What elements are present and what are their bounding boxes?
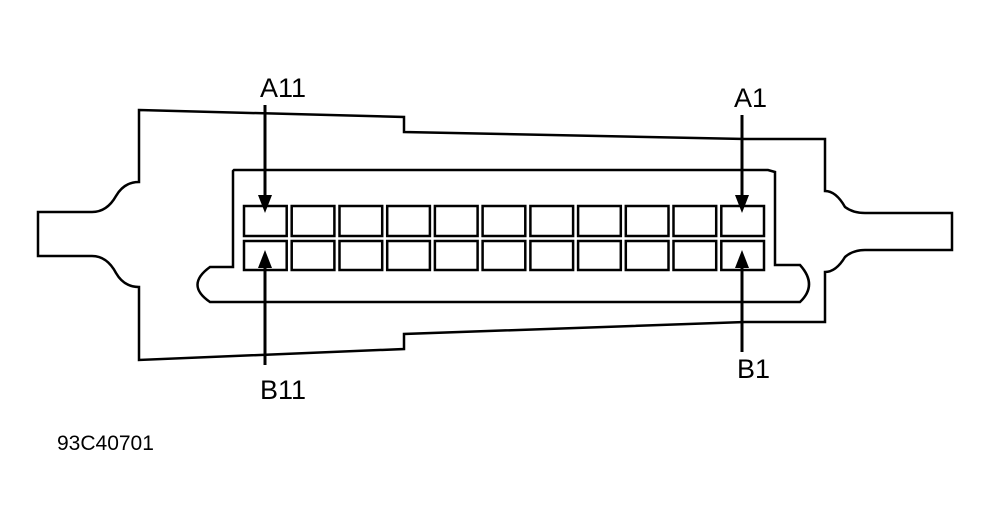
pin-cavity-a7 — [433, 204, 479, 238]
pointer-b11 — [258, 250, 272, 365]
label-a11: A11 — [260, 73, 306, 103]
pin-cavity-a4 — [576, 204, 623, 238]
pin-cavity-a5 — [529, 204, 575, 238]
connector-body-outline — [36, 108, 954, 362]
pin-cavity-b8 — [385, 239, 432, 272]
pin-cavity-b9 — [338, 239, 384, 272]
pin-cavity-b2 — [672, 239, 718, 272]
pin-cavity-b4 — [576, 239, 623, 272]
label-b11: B11 — [260, 375, 306, 405]
pin-row-a — [242, 204, 766, 238]
pin-cavity-a9 — [338, 204, 384, 238]
pin-cavity-b3 — [624, 239, 670, 272]
pointer-a11-arrowhead — [258, 195, 272, 213]
pointer-b11-arrowhead — [258, 250, 272, 268]
pointer-a1 — [735, 115, 749, 213]
pointer-b1-arrowhead — [735, 250, 749, 268]
connector-shroud-outline — [196, 168, 811, 304]
pointer-b1 — [735, 250, 749, 352]
pin-cavity-a10 — [290, 204, 336, 238]
label-b1: B1 — [737, 354, 770, 384]
pin-cavity-a6 — [481, 204, 527, 238]
pointer-a1-arrowhead — [735, 195, 749, 213]
label-a1: A1 — [734, 83, 767, 113]
pin-cavity-b7 — [433, 239, 479, 272]
pin-cavity-a2 — [672, 204, 718, 238]
pin-cavity-b6 — [481, 239, 527, 272]
pin-cavity-b10 — [290, 239, 336, 272]
pin-row-b — [242, 239, 766, 272]
figure-id: 93C40701 — [57, 432, 154, 455]
pointer-a11 — [258, 105, 272, 213]
pin-cavity-b5 — [529, 239, 575, 272]
pin-cavity-a8 — [385, 204, 432, 238]
pin-cavity-a3 — [624, 204, 670, 238]
